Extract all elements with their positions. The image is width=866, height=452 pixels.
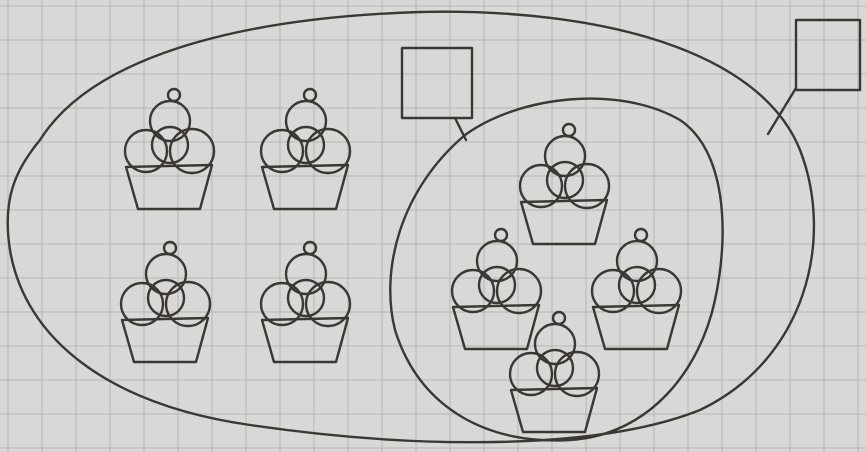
diagram-stage <box>0 0 866 452</box>
hand-drawn-diagram <box>0 0 866 452</box>
